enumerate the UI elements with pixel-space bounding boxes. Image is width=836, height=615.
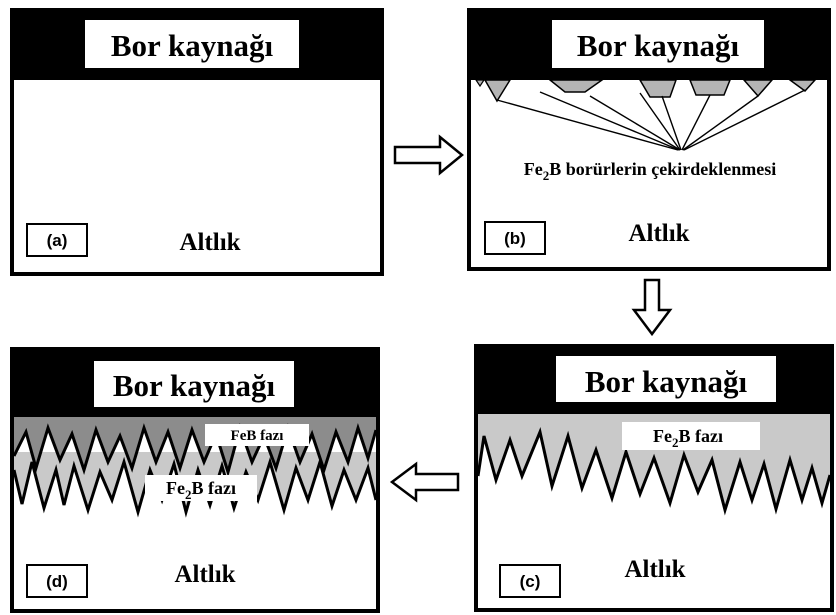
panel-d-header-box (94, 361, 294, 407)
panel-d-tag-box (26, 564, 88, 598)
panel-a-tag-box (26, 223, 88, 257)
panel-d-fe2b-layer (14, 452, 376, 512)
panel-b-tag: (b) (504, 229, 526, 248)
panel-d-feb-box (205, 424, 309, 446)
panel-a-substrate: Altlık (179, 229, 240, 256)
panel-b-substrate: Altlık (628, 220, 689, 247)
panel-b-header: Bor kaynağı (577, 28, 740, 63)
panel-d-substrate: Altlık (174, 561, 235, 588)
arrow-left-icon (389, 461, 460, 503)
panel-c-phase-box (622, 422, 760, 450)
panel-b-nucleus (547, 79, 605, 93)
panel-b: Bor kaynağı Fe2B borürlerin çekirdeklenm… (467, 8, 831, 271)
panel-b-nucleus (638, 79, 678, 98)
panel-d-fe2b-label: Fe2B fazı (166, 478, 236, 502)
panel-d-feb-label: FeB fazı (231, 428, 284, 444)
panel-b-header-box (552, 20, 764, 68)
panel-d-tag: (d) (46, 572, 68, 591)
panel-a-header: Bor kaynağı (111, 28, 274, 63)
panel-b-nucleus (742, 79, 774, 98)
panel-a: Bor kaynağı (a) Altlık (10, 8, 384, 276)
panel-d-header: Bor kaynağı (113, 368, 276, 403)
panel-c: Bor kaynağı Fe2B fazı (c) Altlık (474, 344, 834, 612)
panel-a-header-box (85, 20, 299, 68)
panel-b-nucleation-label: Fe2B borürlerin çekirdeklenmesi (524, 159, 776, 183)
panel-c-phase-label: Fe2B fazı (653, 426, 723, 450)
panel-d: Bor kaynağı FeB fazı Fe2B fazı (d) Altlı… (10, 347, 380, 613)
panel-c-tag-box (499, 564, 561, 598)
panel-d-fe2b-box (145, 475, 257, 501)
arrow-right-icon (393, 134, 464, 176)
panel-c-header: Bor kaynağı (585, 364, 748, 399)
panel-b-nucleus (787, 79, 817, 93)
panel-b-nucleus (483, 79, 512, 103)
panel-b-pointer-lines (496, 89, 806, 151)
panel-a-tag: (a) (47, 231, 68, 250)
panel-c-substrate: Altlık (624, 556, 685, 583)
panel-d-feb-front (12, 422, 378, 478)
panel-b-nucleus (474, 79, 486, 88)
panel-b-nucleus (688, 79, 732, 96)
panel-c-jagged-front (476, 426, 832, 516)
panel-c-tag: (c) (520, 572, 541, 591)
panel-c-header-box (556, 356, 776, 402)
panel-b-tag-box (484, 221, 546, 255)
arrow-down-icon (631, 278, 673, 337)
